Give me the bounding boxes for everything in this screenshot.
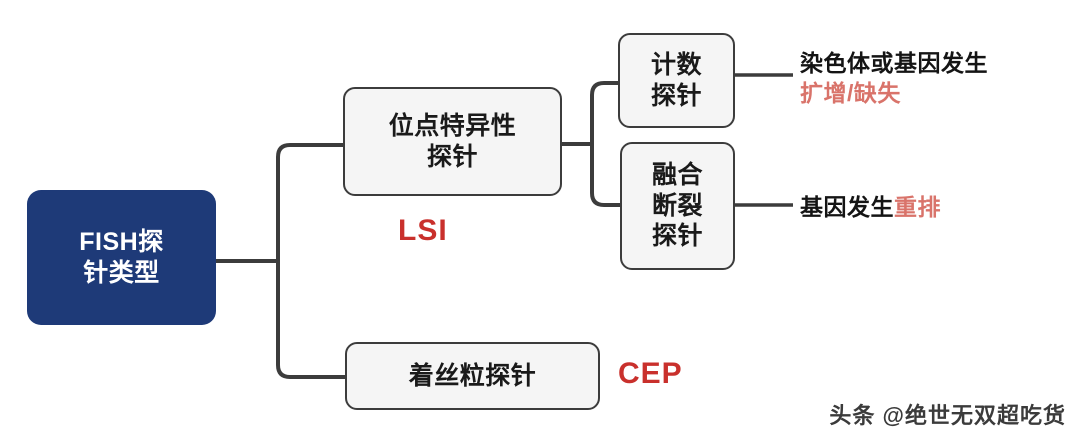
outcome-amp-line1: 染色体或基因发生 (800, 50, 988, 76)
node-root-line1: FISH探 (79, 228, 164, 256)
node-counting-line1: 计数 (650, 51, 702, 79)
connector-lsi-bracket (590, 81, 620, 207)
node-counting-line2: 探针 (650, 81, 702, 110)
node-fusion-break-probe[interactable]: 融合 断裂 探针 (620, 142, 735, 270)
node-fusion-line2: 断裂 (651, 191, 703, 220)
node-locus-specific-probe[interactable]: 位点特异性 探针 (343, 87, 562, 196)
node-fusion-text: 融合 断裂 探针 (652, 160, 703, 252)
connector-root-bracket (276, 143, 345, 379)
node-counting-text: 计数 探针 (651, 50, 702, 111)
node-fusion-line1: 融合 (651, 161, 703, 190)
node-root-text: FISH探 针类型 (79, 227, 163, 288)
outcome-amplification-deletion: 染色体或基因发生 扩增/缺失 (800, 48, 988, 109)
watermark-text: 头条 @绝世无双超吃货 (829, 403, 1066, 428)
node-lsi-text: 位点特异性 探针 (389, 111, 517, 172)
node-fusion-line3: 探针 (651, 222, 703, 251)
node-lsi-line1: 位点特异性 (388, 112, 517, 140)
node-centromere-probe[interactable]: 着丝粒探针 (345, 342, 600, 410)
outcome-rearrangement: 基因发生重排 (800, 192, 941, 222)
node-counting-probe[interactable]: 计数 探针 (618, 33, 735, 128)
abbr-label-cep: CEP (618, 357, 683, 390)
outcome-rearr-plain: 基因发生 (800, 194, 894, 220)
outcome-rearr-highlight: 重排 (894, 194, 941, 220)
node-root-line2: 针类型 (83, 258, 160, 287)
abbr-label-lsi: LSI (398, 214, 448, 247)
node-fish-probe-types[interactable]: FISH探 针类型 (27, 190, 216, 325)
outcome-amp-line2: 扩增/缺失 (800, 80, 901, 107)
node-lsi-line2: 探针 (426, 142, 478, 171)
node-cep-line1: 着丝粒探针 (408, 361, 537, 390)
